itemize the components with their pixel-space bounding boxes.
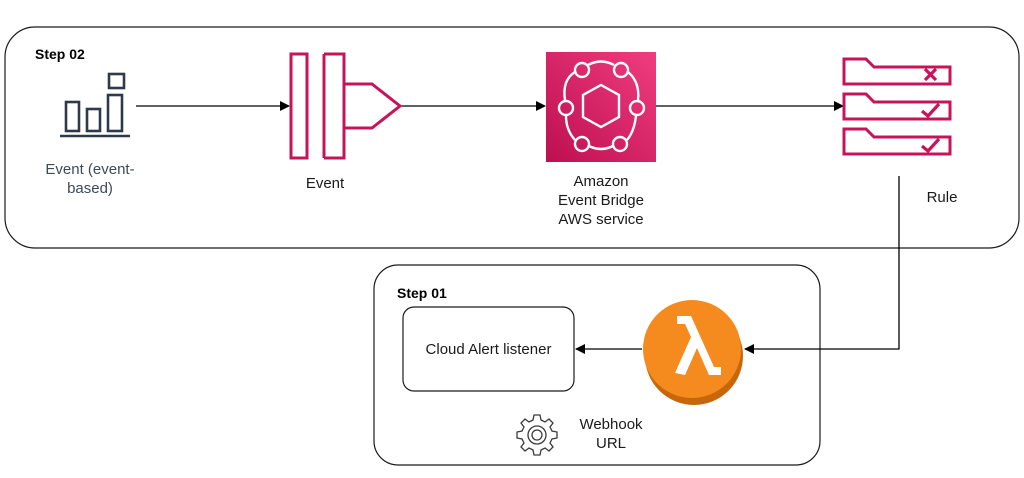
gear-icon (516, 414, 558, 456)
step02-container (4, 26, 1020, 249)
listener-label: Cloud Alert listener (425, 341, 552, 358)
event-icon (289, 52, 403, 160)
eventbridge-label: Amazon Event Bridge AWS service (558, 173, 644, 228)
listener-box (402, 306, 575, 392)
step01-label: Step 01 (397, 285, 447, 301)
event-label: Event (305, 175, 345, 192)
arrow-rule-to-lambda (744, 176, 900, 354)
event-source-label: Event (event- based) (45, 161, 135, 197)
bar-chart-icon (60, 72, 130, 138)
webhook-label: Webhook URL (579, 416, 643, 452)
lambda-icon (643, 300, 743, 405)
step02-label: Step 02 (35, 46, 85, 62)
step01-container (373, 264, 821, 466)
rule-label: Rule (926, 189, 958, 206)
eventbridge-icon (546, 52, 656, 162)
rules-icon (842, 57, 952, 156)
